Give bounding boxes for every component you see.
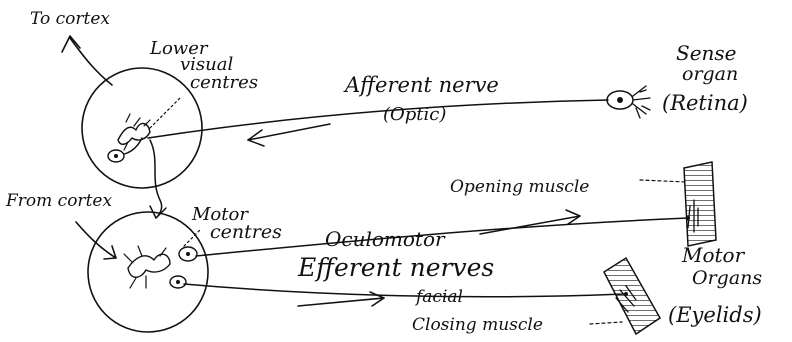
label-sense-organ-1: Sense — [676, 41, 737, 65]
to-cortex-arrow — [69, 37, 113, 86]
label-lower-visual-3: centres — [190, 72, 258, 93]
motor-centres-circle — [87, 211, 209, 333]
afferent-direction-arrow — [247, 123, 331, 141]
to-cortex-arrowhead — [61, 35, 81, 53]
label-motor-centres-1: Motor — [191, 204, 249, 225]
opening-muscle-leader — [639, 179, 687, 183]
oculomotor-direction-arrowhead — [565, 209, 581, 225]
closing-muscle-organ — [603, 256, 661, 336]
label-oculomotor: Oculomotor — [325, 227, 446, 251]
label-lower-visual-1: Lower — [149, 38, 209, 59]
label-facial: facial — [414, 287, 463, 307]
afferent-direction-arrowhead — [247, 129, 265, 147]
label-motor-organs-2: Organs — [692, 267, 762, 289]
retina-receptor-cell — [606, 85, 651, 119]
lower-neuron-cluster — [123, 229, 201, 289]
upper-neuron-cluster — [107, 97, 181, 163]
centre-connecting-arrowhead — [149, 205, 167, 219]
oculomotor-direction-arrow — [479, 215, 581, 235]
facial-direction-arrowhead — [369, 291, 385, 307]
from-cortex-arrow — [75, 221, 117, 259]
label-afferent-nerve: Afferent nerve — [343, 73, 499, 97]
label-eyelids: (Eyelids) — [668, 303, 762, 327]
facial-direction-arrow — [297, 297, 385, 307]
centre-connecting-fibre — [149, 139, 163, 219]
label-retina: (Retina) — [662, 91, 748, 115]
label-closing-muscle: Closing muscle — [412, 315, 543, 335]
label-opening-muscle: Opening muscle — [450, 177, 589, 197]
lower-visual-centres-circle — [81, 67, 203, 189]
label-to-cortex: To cortex — [30, 9, 110, 29]
oculomotor-fibre — [195, 217, 689, 257]
from-cortex-arrowhead — [103, 245, 117, 260]
label-lower-visual-2: visual — [180, 54, 233, 75]
label-from-cortex: From cortex — [5, 191, 112, 211]
label-efferent-nerves: Efferent nerves — [297, 253, 494, 282]
opening-muscle-organ — [683, 161, 717, 247]
label-motor-centres-2: centres — [210, 221, 282, 243]
facial-fibre — [183, 283, 625, 298]
label-optic: (Optic) — [383, 104, 446, 125]
label-motor-organs-1: Motor — [681, 243, 746, 267]
afferent-nerve-fibre — [147, 99, 609, 139]
closing-muscle-leader — [589, 321, 623, 325]
label-sense-organ-2: organ — [682, 63, 738, 85]
